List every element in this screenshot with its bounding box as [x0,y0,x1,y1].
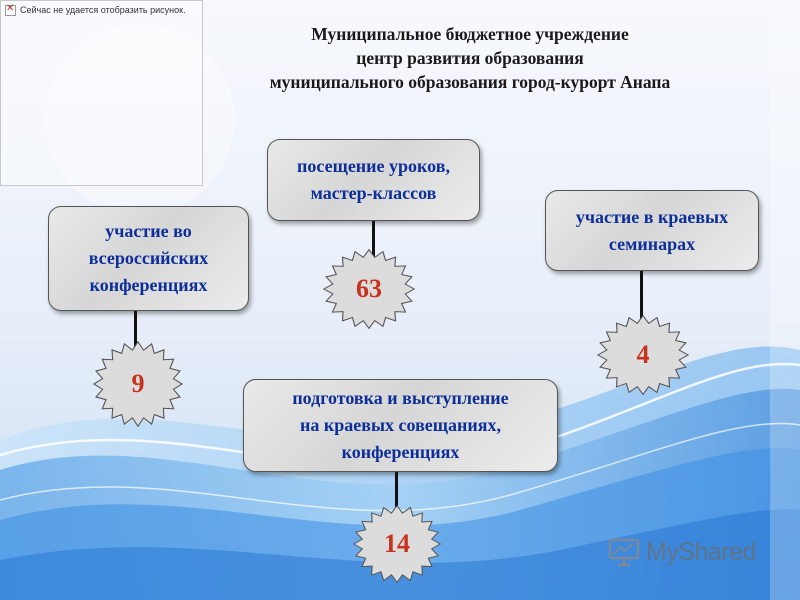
connector-seminars [640,271,643,319]
broken-image-text: Сейчас не удается отобразить рисунок. [20,5,186,15]
burst-conferences: 9 [92,340,184,428]
starburst-polygon [322,248,416,330]
broken-image-placeholder: Сейчас не удается отобразить рисунок. [0,0,203,186]
node-label-conferences: участие во всероссийских конференциях [88,221,209,295]
starburst-shape [596,314,690,396]
burst-value-lessons: 63 [356,274,382,303]
connector-conferences [134,311,137,351]
starburst-shape [322,248,416,330]
starburst-polygon [596,314,690,396]
starburst-shape [352,504,442,584]
starburst-shape [92,340,184,428]
page-title: Муниципальное бюджетное учреждение центр… [140,22,800,94]
presentation-board-icon [608,538,640,567]
node-label-seminars: участие в краевых семинарах [575,206,729,254]
node-box-lessons: посещение уроков, мастер-классов [267,139,480,221]
starburst-polygon [92,340,184,428]
title-line-3: муниципального образования город-курорт … [269,72,671,92]
connector-meetings [395,472,398,512]
burst-value-seminars: 4 [636,340,650,369]
connector-lessons [372,221,375,259]
starburst-polygon [352,504,442,584]
node-box-seminars: участие в краевых семинарах [545,190,759,271]
burst-value-conferences: 9 [131,369,145,398]
node-label-lessons: посещение уроков, мастер-классов [297,156,450,203]
node-box-conferences: участие во всероссийских конференциях [48,206,249,311]
node-label-meetings: подготовка и выступление на краевых сове… [292,388,509,462]
watermark-logo: MyShared [608,537,756,567]
burst-meetings: 14 [352,504,442,584]
node-box-meetings: подготовка и выступление на краевых сове… [243,379,558,472]
broken-image-icon [5,3,16,16]
title-line-2: центр развития образования [356,48,584,68]
burst-seminars: 4 [596,314,690,396]
burst-value-meetings: 14 [384,529,410,558]
watermark-text: MyShared [646,537,756,566]
title-line-1: Муниципальное бюджетное учреждение [311,24,629,44]
burst-lessons: 63 [322,248,416,330]
